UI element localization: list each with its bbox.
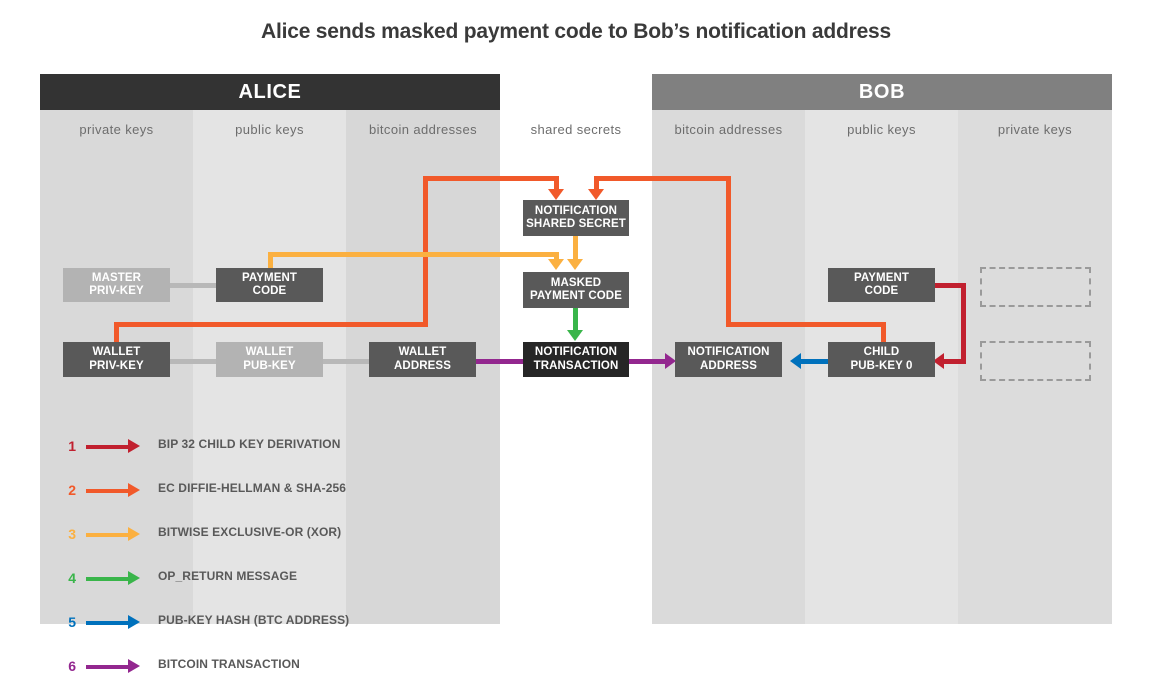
legend-arrow-shaft [86, 577, 130, 581]
legend-item-6: 6 BITCOIN TRANSACTION [62, 656, 392, 681]
yellow-drop-left [554, 252, 559, 261]
diagram-canvas: Alice sends masked payment code to Bob’s… [40, 20, 1112, 674]
orange-alice-climb [423, 176, 428, 327]
node-alice-wallet-address[interactable]: WALLET ADDRESS [369, 342, 476, 377]
node-label: CHILD PUB-KEY 0 [850, 346, 913, 372]
green-opreturn-line [573, 308, 578, 332]
purple-arrowhead [665, 353, 676, 369]
orange-bob-drop [594, 176, 599, 192]
column-header-bob-private-keys: private keys [997, 122, 1073, 137]
yellow-right-arrowhead [567, 259, 583, 270]
node-label: PAYMENT CODE [853, 271, 910, 298]
node-bob-private-key-placeholder-lower [980, 341, 1091, 381]
orange-alice-drop [554, 176, 559, 192]
column-header-alice-private-keys: private keys [79, 122, 154, 137]
column-header-bob-bitcoin-addresses: bitcoin addresses [674, 122, 783, 137]
red-arrowhead [933, 353, 944, 369]
legend-label: BITWISE EXCLUSIVE-OR (XOR) [158, 525, 342, 539]
legend-label: EC DIFFIE-HELLMAN & SHA-256 [158, 481, 347, 495]
legend-number: 1 [68, 438, 76, 454]
link-wallet-privkey-to-wallet-pubkey [170, 359, 226, 364]
purple-tx-to-notifaddress [629, 359, 671, 364]
node-label: NOTIFICATION TRANSACTION [533, 346, 619, 372]
legend-arrow-head [128, 571, 140, 585]
node-bob-private-key-placeholder-upper [980, 267, 1091, 307]
legend-item-3: 3 BITWISE EXCLUSIVE-OR (XOR) [62, 524, 392, 549]
node-label: WALLET PRIV-KEY [89, 346, 144, 372]
orange-bob-top-run [594, 176, 731, 181]
banner-alice: ALICE [40, 74, 500, 110]
link-wallet-pubkey-to-wallet-address [314, 359, 376, 364]
node-label: PAYMENT CODE [241, 271, 298, 298]
legend: 1 BIP 32 CHILD KEY DERIVATION 2 EC DIFFI… [62, 436, 392, 700]
page-title: Alice sends masked payment code to Bob’s… [260, 20, 892, 43]
orange-alice-run-right [114, 322, 428, 327]
node-masked-payment-code[interactable]: MASKED PAYMENT CODE [523, 272, 629, 308]
legend-arrow-shaft [86, 533, 130, 537]
legend-label: PUB-KEY HASH (BTC ADDRESS) [158, 613, 350, 627]
node-label: MASKED PAYMENT CODE [530, 276, 622, 303]
node-alice-wallet-privkey[interactable]: WALLET PRIV-KEY [63, 342, 170, 377]
column-stripe-bob-private-keys [958, 110, 1112, 624]
green-arrowhead [567, 330, 583, 341]
orange-bob-climb [726, 176, 731, 327]
purple-walletaddress-to-tx [443, 359, 523, 364]
yellow-left-arrowhead [548, 259, 564, 270]
node-notification-transaction[interactable]: NOTIFICATION TRANSACTION [523, 342, 629, 377]
legend-arrow-shaft [86, 621, 130, 625]
legend-label: BITCOIN TRANSACTION [158, 657, 300, 671]
column-header-shared-secrets: shared secrets [530, 122, 622, 137]
node-bob-payment-code[interactable]: PAYMENT CODE [828, 268, 935, 302]
legend-item-5: 5 PUB-KEY HASH (BTC ADDRESS) [62, 612, 392, 637]
node-alice-wallet-pubkey[interactable]: WALLET PUB-KEY [216, 342, 323, 377]
legend-item-1: 1 BIP 32 CHILD KEY DERIVATION [62, 436, 392, 461]
legend-arrow-shaft [86, 489, 130, 493]
legend-arrow-head [128, 527, 140, 541]
node-label: MASTER PRIV-KEY [89, 271, 144, 298]
orange-alice-riser [114, 322, 119, 344]
red-return-run [944, 359, 966, 364]
node-bob-child-pubkey-0[interactable]: CHILD PUB-KEY 0 [828, 342, 935, 377]
legend-arrow-head [128, 439, 140, 453]
red-paymentcode-exit [932, 283, 966, 288]
column-header-alice-bitcoin-addresses: bitcoin addresses [369, 122, 477, 137]
node-label: WALLET PUB-KEY [243, 346, 296, 372]
legend-label: OP_RETURN MESSAGE [158, 569, 298, 583]
legend-number: 4 [68, 570, 76, 586]
column-header-alice-public-keys: public keys [235, 122, 304, 137]
node-alice-payment-code[interactable]: PAYMENT CODE [216, 268, 323, 302]
node-notification-shared-secret[interactable]: NOTIFICATION SHARED SECRET [523, 200, 629, 236]
legend-label: BIP 32 CHILD KEY DERIVATION [158, 437, 341, 451]
legend-arrow-shaft [86, 445, 130, 449]
legend-arrow-head [128, 659, 140, 673]
legend-number: 5 [68, 614, 76, 630]
legend-arrow-shaft [86, 665, 130, 669]
node-label: WALLET ADDRESS [394, 346, 451, 372]
orange-bob-arrowhead [588, 189, 604, 200]
node-alice-master-privkey[interactable]: MASTER PRIV-KEY [63, 268, 170, 302]
node-label: NOTIFICATION ADDRESS [687, 346, 770, 372]
yellow-run-right [268, 252, 559, 257]
legend-number: 3 [68, 526, 76, 542]
red-descender [961, 283, 966, 362]
orange-bob-run-left [726, 322, 886, 327]
blue-arrowhead [790, 353, 801, 369]
node-label: NOTIFICATION SHARED SECRET [526, 204, 626, 231]
orange-bob-riser [881, 322, 886, 344]
banner-bob: BOB [652, 74, 1112, 110]
orange-alice-arrowhead [548, 189, 564, 200]
column-header-bob-public-keys: public keys [847, 122, 916, 137]
legend-number: 2 [68, 482, 76, 498]
orange-alice-top-run [423, 176, 559, 181]
legend-item-2: 2 EC DIFFIE-HELLMAN & SHA-256 [62, 480, 392, 505]
blue-childpubkey-to-notifaddress [801, 359, 833, 364]
yellow-sharedsecret-drop [573, 236, 578, 261]
legend-arrow-head [128, 483, 140, 497]
link-master-privkey-to-payment-code [170, 283, 226, 288]
node-bob-notification-address[interactable]: NOTIFICATION ADDRESS [675, 342, 782, 377]
yellow-paymentcode-riser [268, 252, 273, 270]
legend-item-4: 4 OP_RETURN MESSAGE [62, 568, 392, 593]
legend-number: 6 [68, 658, 76, 674]
legend-arrow-head [128, 615, 140, 629]
